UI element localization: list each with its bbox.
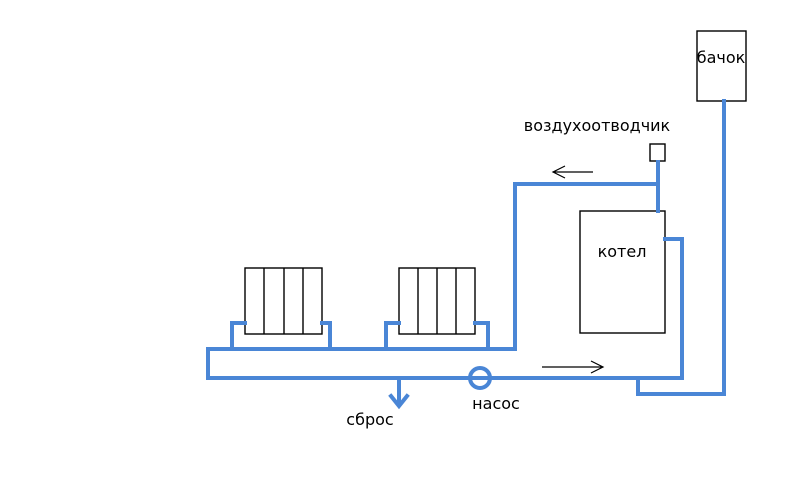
tank-pipe — [636, 99, 726, 396]
pipes — [206, 99, 726, 410]
radiator-1-connection — [230, 321, 332, 351]
supply-pipe — [206, 160, 660, 351]
expansion-tank — [696, 30, 747, 102]
drain-pipe — [388, 376, 410, 410]
boiler-label: котел — [598, 242, 647, 261]
flow-arrow-left — [551, 165, 593, 179]
pump — [468, 366, 492, 390]
air-vent — [649, 143, 666, 162]
boiler — [579, 210, 666, 334]
drain-label: сброс — [346, 410, 393, 429]
radiator-2-connection — [384, 321, 490, 351]
air-vent-label: воздухоотводчик — [524, 116, 671, 135]
return-pipe — [206, 237, 684, 380]
radiator-1 — [244, 267, 323, 335]
pump-label: насос — [472, 394, 520, 413]
flow-arrow-right — [542, 360, 605, 374]
tank-label: бачок — [697, 48, 746, 67]
radiator-2 — [398, 267, 476, 335]
